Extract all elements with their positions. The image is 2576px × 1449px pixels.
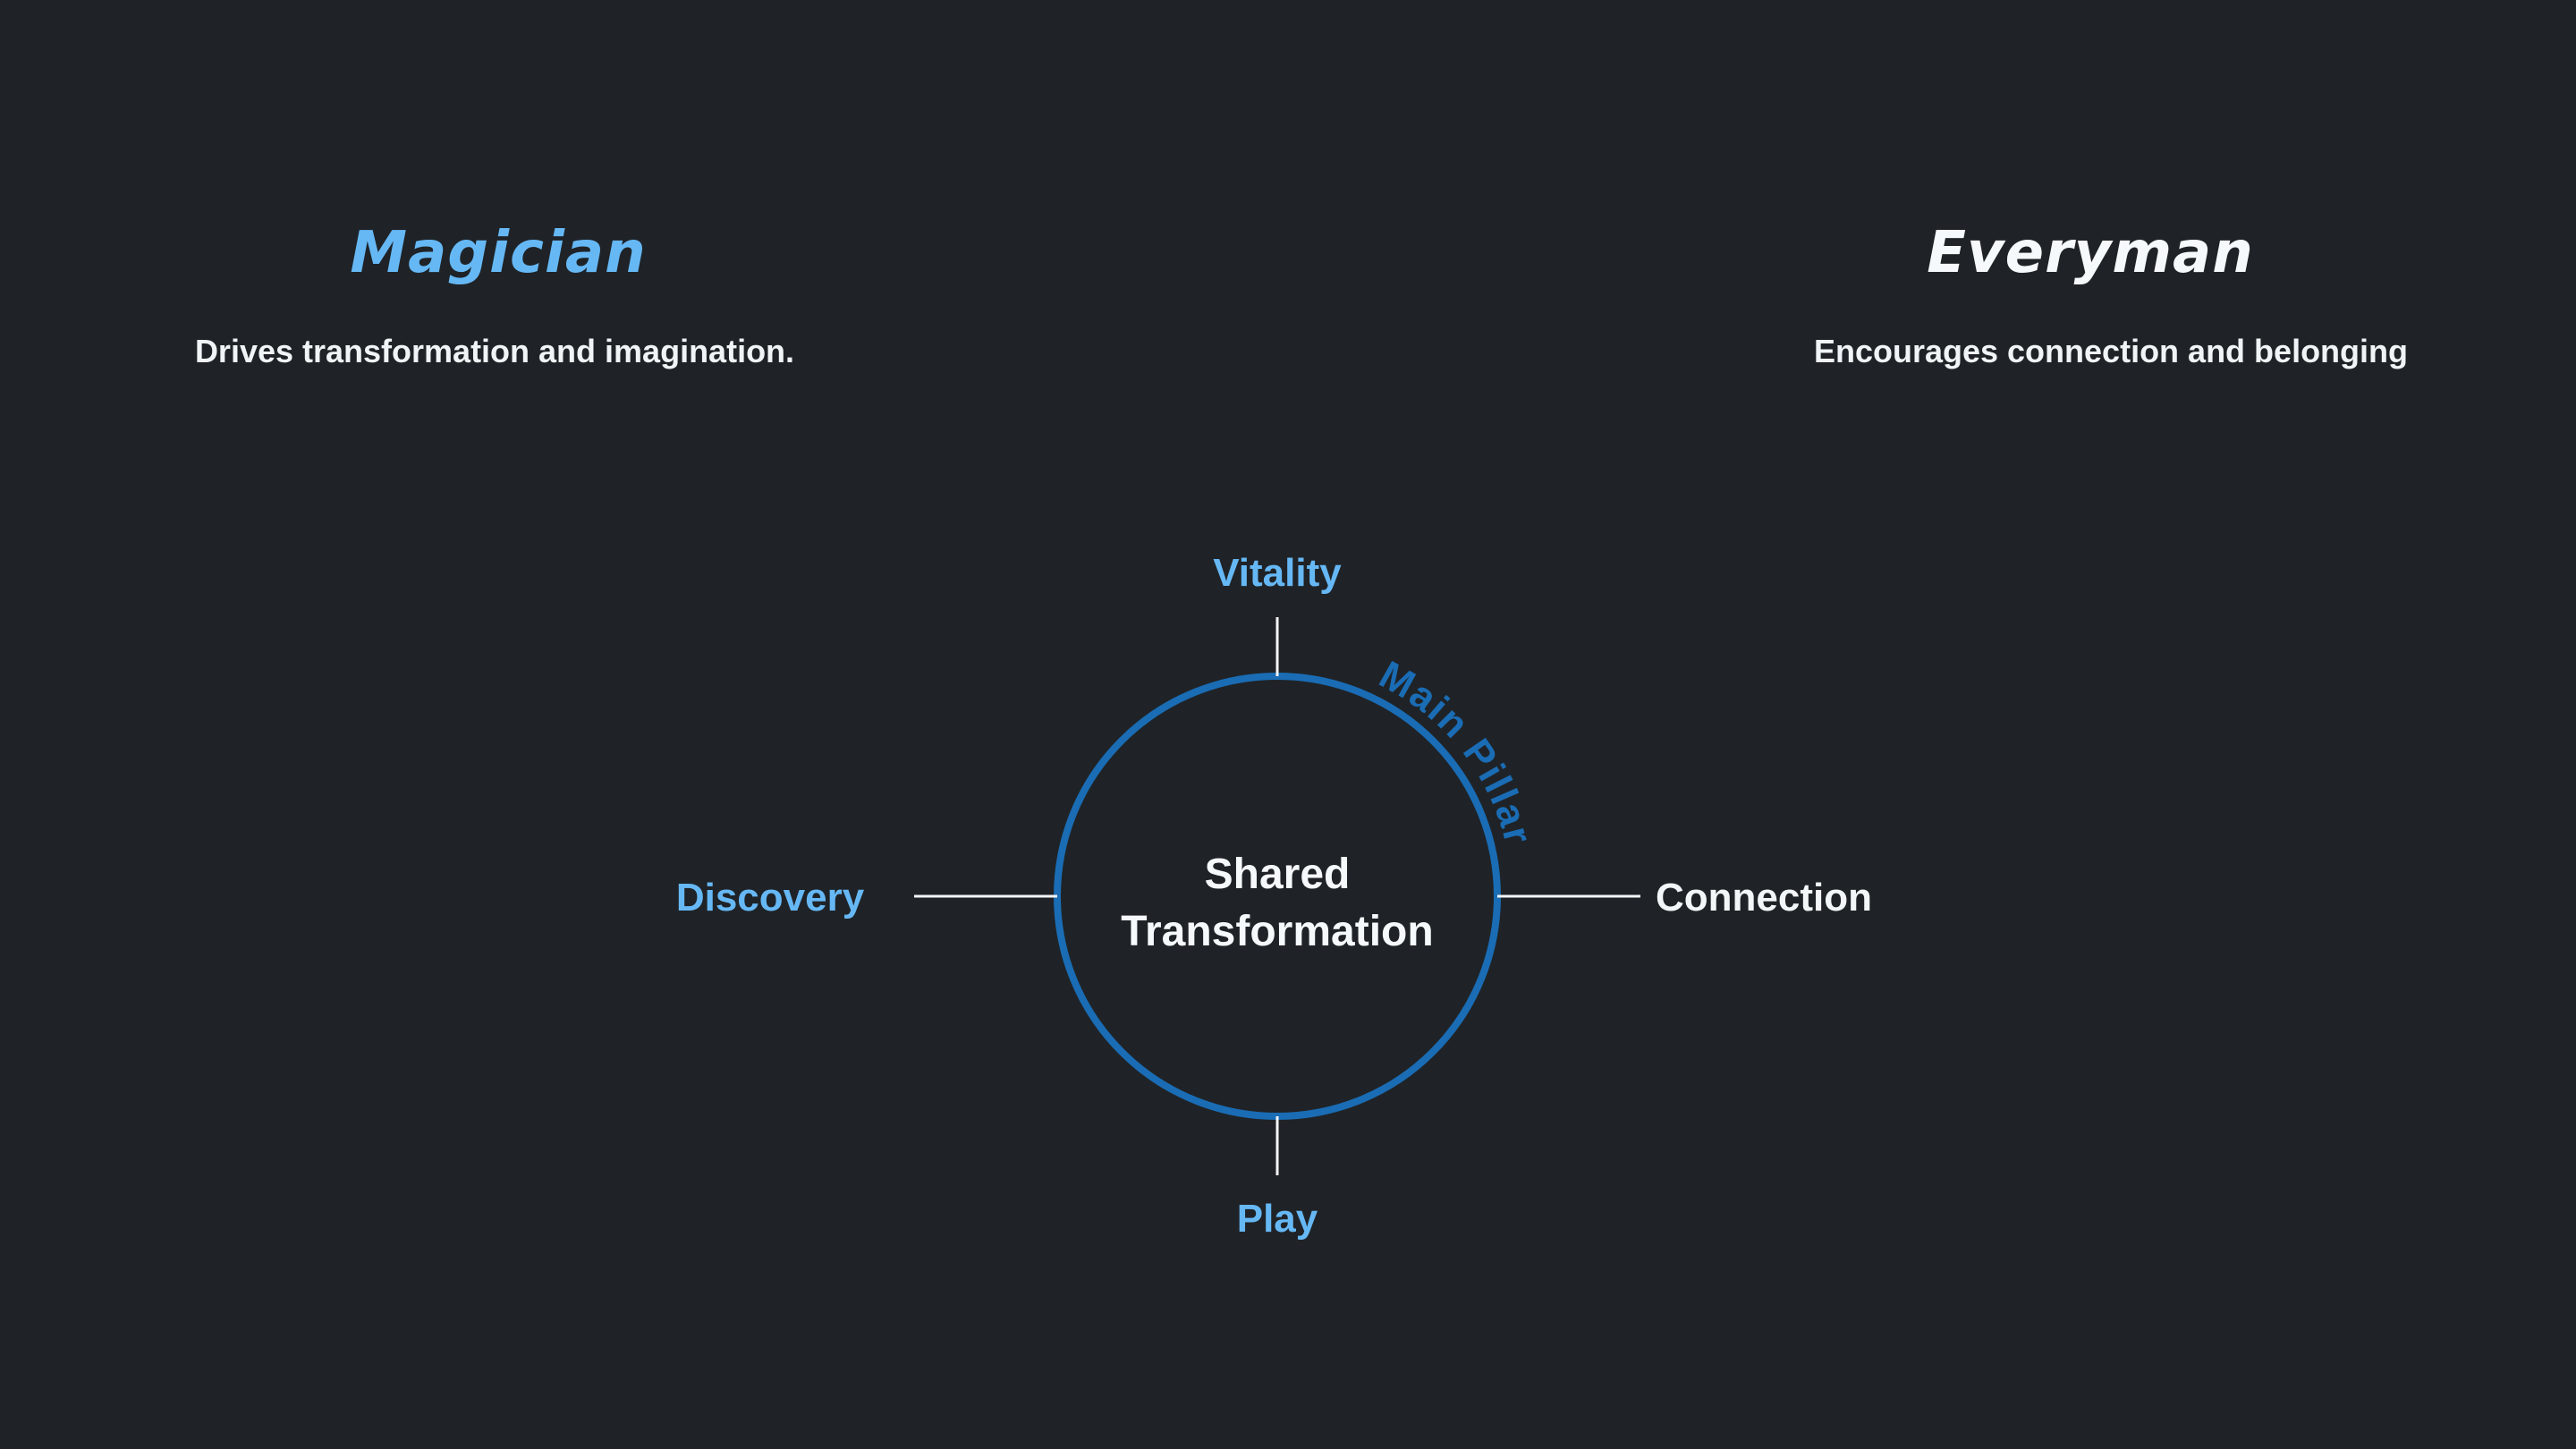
axis-label-connection: Connection xyxy=(1656,876,1872,919)
axis-label-vitality: Vitality xyxy=(1213,551,1342,595)
archetype-right-title: Everyman xyxy=(1927,220,2254,286)
ring-series-label-text: Main Pillar xyxy=(1372,653,1538,850)
archetype-right-description: Encourages connection and belonging xyxy=(1813,333,2409,369)
archetype-left-title: Magician xyxy=(350,220,647,286)
center-label-line1: Shared xyxy=(1205,851,1351,898)
center-label-line2: Transformation xyxy=(1121,908,1433,955)
axis-label-discovery: Discovery xyxy=(676,876,865,919)
ring-series-label: Main Pillar xyxy=(1372,653,1540,850)
archetype-left-description: Drives transformation and imagination. xyxy=(194,333,795,369)
axis-label-play: Play xyxy=(1237,1197,1318,1241)
